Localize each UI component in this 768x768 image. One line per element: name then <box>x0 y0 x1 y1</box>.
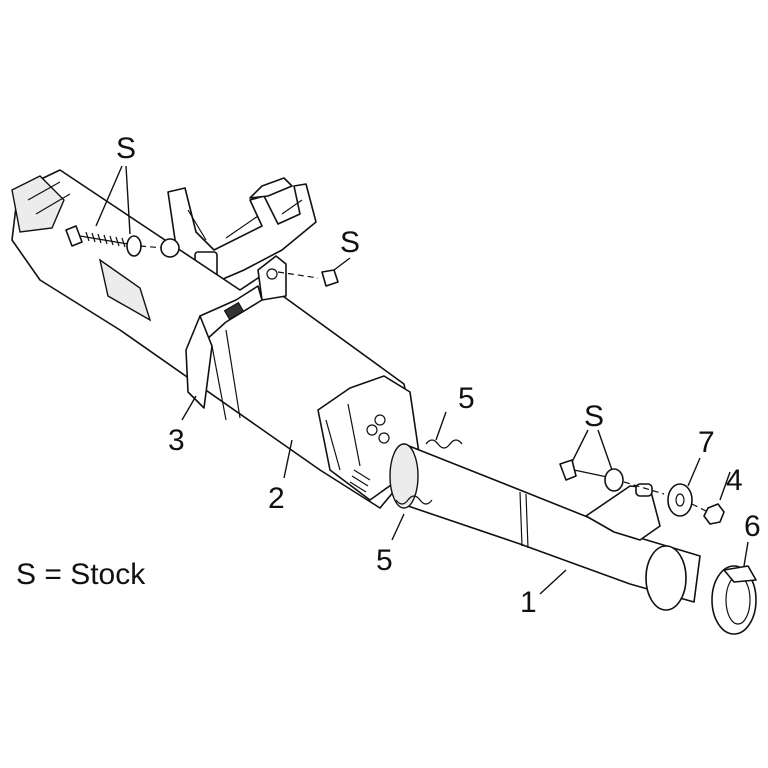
leader-lines <box>95 165 749 595</box>
callout-4-nut: 4 <box>726 464 743 497</box>
hardware-link-bolt <box>559 459 665 495</box>
silencer-body <box>11 169 421 509</box>
hardware-rear-bolt <box>65 225 180 258</box>
callout-6-clamp: 6 <box>744 510 761 543</box>
callout-7-washer: 7 <box>698 426 715 459</box>
callout-5-spring-bottom: 5 <box>376 544 393 577</box>
exhaust-clamp <box>711 565 757 635</box>
callout-1-link-pipe: 1 <box>520 586 537 619</box>
callout-s-rear-bolt: S <box>116 132 137 165</box>
link-pipe <box>389 439 701 611</box>
callout-s-link-bolt: S <box>584 400 605 433</box>
hardware-hanger-nut <box>277 269 339 287</box>
callout-3-band: 3 <box>168 424 185 457</box>
callout-2-silencer: 2 <box>268 482 285 515</box>
legend-stock: S = Stock <box>16 558 146 591</box>
hardware-nut-4 <box>703 503 725 525</box>
hardware-washer-7 <box>667 483 709 517</box>
callout-s-hanger: S <box>340 226 361 259</box>
callout-5-spring-top: 5 <box>458 382 475 415</box>
